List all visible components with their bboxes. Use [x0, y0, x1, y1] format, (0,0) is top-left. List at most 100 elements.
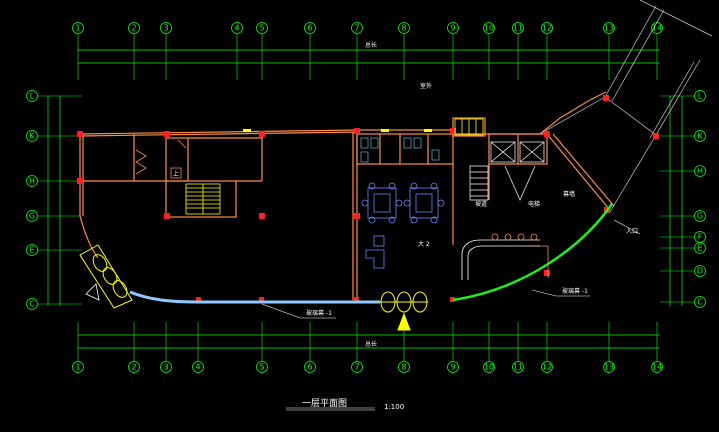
grid-bottom-5-label: 6: [307, 363, 312, 372]
left-entry-arrow: [85, 283, 100, 301]
grid-bottom-2-circle: [160, 361, 172, 373]
glass-curtain-wall: [129, 290, 380, 304]
toilet-fixtures: [360, 137, 440, 163]
grid-top-1-label: 2: [131, 24, 136, 33]
grid-top-8-label: 9: [450, 24, 455, 33]
grid-top-3-label: 4: [234, 24, 239, 33]
grid-right-6-label: D: [697, 267, 703, 276]
grid-bottom-6-circle: [351, 361, 363, 373]
curved-stair: [469, 165, 489, 201]
grid-top-9-circle: [483, 22, 495, 34]
grid-bottom-10-circle: [512, 361, 524, 373]
label-elevator: 电梯: [528, 200, 540, 208]
side-grid-ticks: [38, 95, 694, 305]
orange-details: [135, 139, 187, 179]
dimension-lines: [47, 49, 683, 349]
label-dim-bottom: 总长: [365, 340, 377, 348]
grid-bottom-4-circle: [256, 361, 268, 373]
grid-bottom-0-label: 1: [75, 363, 80, 372]
drawing-title: 一层平面图: [302, 398, 347, 409]
right-stair: [454, 118, 484, 136]
grid-top-7-circle: [398, 22, 410, 34]
label-dim-top: 总长: [365, 41, 377, 49]
grid-top-1-circle: [128, 22, 140, 34]
grid-top-9-label: 10: [484, 24, 494, 33]
grid-bottom-12-circle: [603, 361, 615, 373]
grid-left-4-label: E: [29, 246, 34, 255]
grid-left-3-label: G: [29, 212, 35, 221]
grid-top-8-circle: [447, 22, 459, 34]
grid-top-4-circle: [256, 22, 268, 34]
label-ramp: 坡道: [475, 200, 487, 208]
grid-left-1-circle: [26, 130, 38, 142]
left-grid-bubbles: L K H G E C: [26, 90, 38, 310]
grid-top-0-label: 1: [75, 24, 80, 33]
grid-bottom-4-label: 5: [259, 363, 264, 372]
grid-bottom-6-label: 7: [354, 363, 359, 372]
grid-bottom-3-label: 4: [195, 363, 200, 372]
yellow-accents: [243, 129, 432, 132]
grid-top-12-circle: [603, 22, 615, 34]
curved-green-wall: [452, 203, 614, 302]
label-left-stair: 上: [173, 170, 179, 178]
grid-top-5-circle: [304, 22, 316, 34]
grid-right-1-circle: [694, 130, 706, 142]
grid-bottom-7-label: 8: [401, 363, 406, 372]
grid-left-0-label: L: [30, 92, 35, 101]
elevators: [490, 141, 545, 201]
grid-bottom-9-circle: [483, 361, 495, 373]
grid-top-10-circle: [512, 22, 524, 34]
bar-counter: [461, 233, 549, 280]
grid-top-12-label: 13: [604, 24, 614, 33]
grid-top-11-label: 12: [542, 24, 552, 33]
grid-left-1-label: K: [29, 132, 35, 141]
grid-bottom-8-circle: [447, 361, 459, 373]
grid-bottom-3-circle: [192, 361, 204, 373]
grid-right-0-label: L: [698, 92, 703, 101]
label-right-glass: 幕墙: [563, 190, 575, 198]
grid-top-2-circle: [160, 22, 172, 34]
right-wing-outline: [539, 0, 713, 213]
grid-bottom-13-label: 14: [652, 363, 662, 372]
grid-top-13-label: 14: [652, 24, 662, 33]
grid-top-11-circle: [541, 22, 553, 34]
grid-bottom-7-circle: [398, 361, 410, 373]
grid-left-3-circle: [26, 210, 38, 222]
leader-lines: [261, 219, 641, 411]
grid-bottom-13-circle: [651, 361, 663, 373]
grid-bottom-1-circle: [128, 361, 140, 373]
grid-bottom-10-label: 11: [513, 363, 523, 372]
grid-right-3-label: G: [697, 212, 703, 221]
grid-left-5-label: C: [29, 300, 35, 309]
label-glass-left: 玻璃幕 -1: [306, 309, 332, 317]
grid-left-4-circle: [26, 244, 38, 256]
drawing-scale: 1:100: [384, 403, 404, 411]
grid-top-2-label: 3: [163, 24, 168, 33]
grid-top-6-label: 7: [354, 24, 359, 33]
grid-left-2-label: H: [29, 177, 35, 186]
grid-left-2-circle: [26, 175, 38, 187]
label-glass-right: 玻璃幕 -1: [562, 287, 588, 295]
grid-bottom-9-label: 10: [484, 363, 494, 372]
grid-top-6-circle: [351, 22, 363, 34]
grid-bottom-11-label: 12: [542, 363, 552, 372]
grid-top-7-label: 8: [401, 24, 406, 33]
grid-bottom-5-circle: [304, 361, 316, 373]
bottom-grid-ticks: [77, 322, 658, 362]
dining-tables: [361, 182, 445, 269]
grid-bottom-1-label: 2: [131, 363, 136, 372]
grid-right-4-label: F: [698, 233, 703, 242]
grid-right-6-circle: [694, 265, 706, 277]
grid-bottom-11-circle: [541, 361, 553, 373]
grid-right-7-label: C: [697, 298, 703, 307]
label-right-entry: 入口: [626, 228, 638, 235]
grid-right-5-circle: [694, 242, 706, 254]
top-grid-ticks: [77, 34, 658, 80]
grid-top-0-circle: [72, 22, 84, 34]
grid-right-2-label: H: [697, 167, 703, 176]
left-bay: [79, 244, 133, 309]
